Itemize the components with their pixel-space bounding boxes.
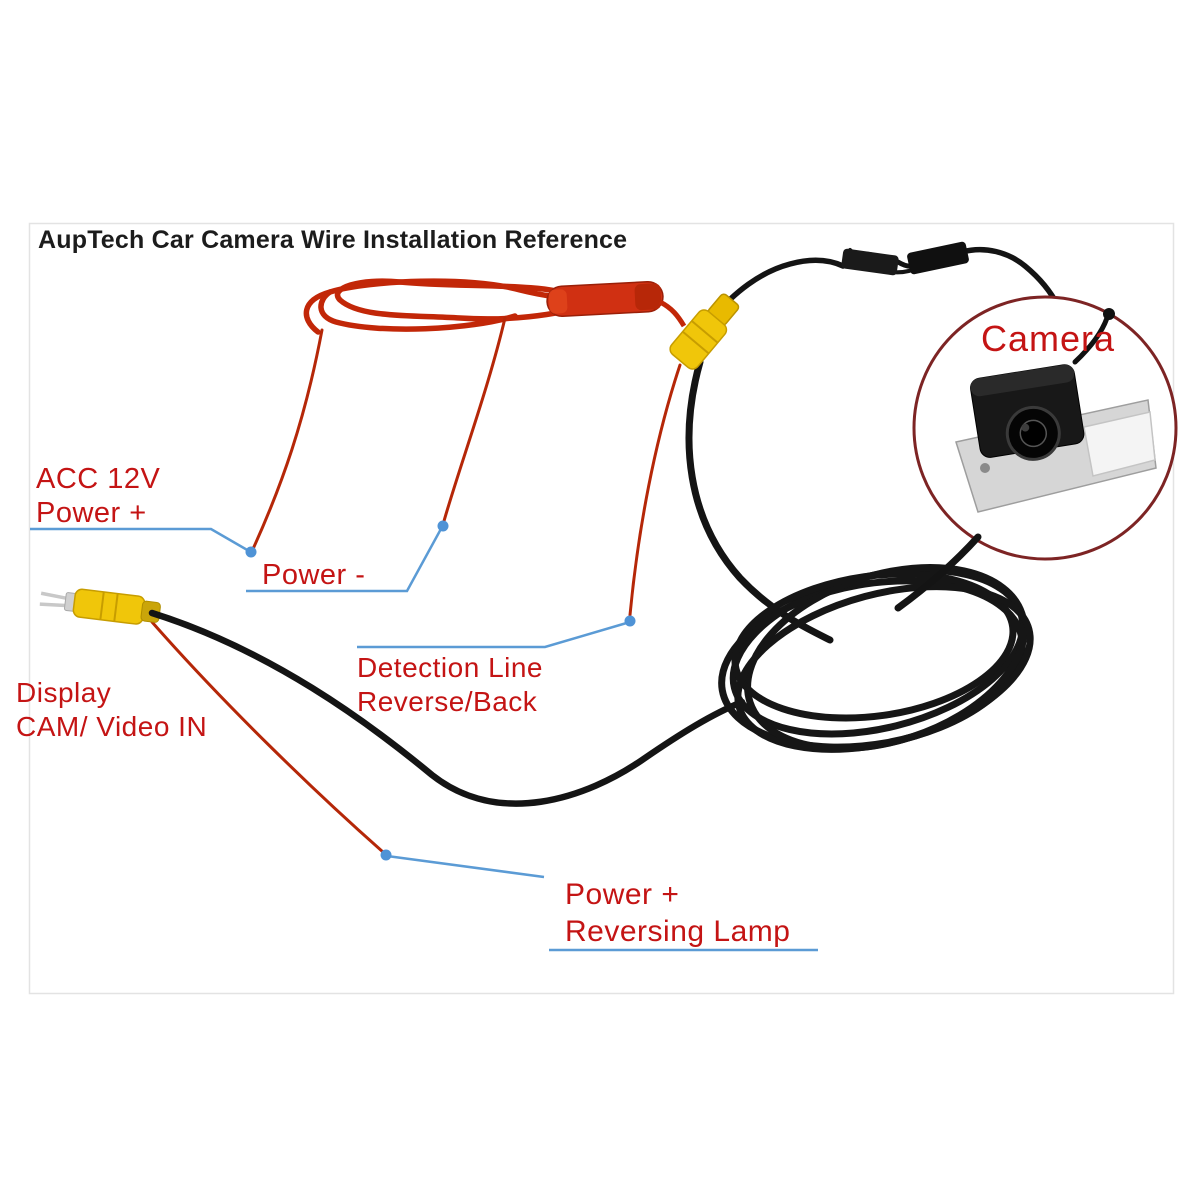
reversing-lamp-wire bbox=[150, 620, 385, 854]
power-minus-point-dot bbox=[437, 520, 449, 532]
display-video-cable bbox=[148, 609, 746, 807]
fuse-holder-body bbox=[546, 280, 664, 318]
callout-dots bbox=[245, 520, 636, 861]
power-minus-wire bbox=[442, 316, 507, 523]
label-line: Camera bbox=[980, 318, 1116, 359]
red-wire bbox=[334, 278, 615, 322]
red-wire bbox=[318, 289, 518, 332]
reversing-leader-line bbox=[386, 854, 545, 879]
black-wire bbox=[959, 246, 1061, 309]
bracket-screw bbox=[980, 463, 990, 473]
label-detection-line: Detection Line Reverse/Back bbox=[357, 651, 543, 719]
label-line: ACC 12V bbox=[36, 463, 161, 495]
detection-leader-line bbox=[357, 620, 631, 649]
label-line: Reversing Lamp bbox=[565, 915, 791, 948]
label-line: Detection Line bbox=[357, 652, 544, 683]
callout-leader-lines bbox=[30, 526, 818, 952]
fuse-holder-cap bbox=[548, 289, 568, 314]
label-line: Power + bbox=[36, 497, 147, 529]
label-line: CAM/ Video IN bbox=[16, 711, 208, 742]
acc-point-dot bbox=[245, 546, 257, 558]
label-acc-12v-power: ACC 12V Power + bbox=[36, 462, 160, 530]
rca-plug-ridge bbox=[682, 330, 710, 355]
rca-video-junction bbox=[669, 293, 740, 370]
fuse-holder-cap bbox=[634, 283, 662, 311]
black-cable-coil bbox=[718, 564, 1034, 753]
label-line: Power - bbox=[262, 559, 366, 591]
camera-illustration bbox=[955, 308, 1157, 513]
label-power-minus: Power - bbox=[262, 558, 365, 592]
rca-plug-ridge bbox=[99, 591, 105, 620]
rca-plug-body bbox=[72, 588, 146, 625]
lens-glint bbox=[1021, 423, 1030, 432]
label-line: Power + bbox=[565, 878, 680, 911]
reversing-point-dot bbox=[380, 849, 392, 861]
cable-loop bbox=[734, 583, 1034, 753]
acc-leader-line bbox=[30, 527, 250, 553]
diagram-title: AupTech Car Camera Wire Installation Ref… bbox=[38, 226, 628, 254]
rca-pin bbox=[39, 602, 68, 608]
inline-fuse-connector bbox=[546, 280, 664, 318]
rca-plug-body bbox=[669, 309, 728, 370]
red-wire bbox=[658, 299, 687, 328]
camera-cable bbox=[894, 533, 982, 612]
camera-body bbox=[970, 364, 1085, 461]
camera-pigtail-wire bbox=[1072, 315, 1110, 365]
connector-plug bbox=[907, 241, 969, 275]
red-power-leads bbox=[150, 316, 682, 854]
label-camera: Camera bbox=[978, 318, 1118, 359]
pigtail-connector bbox=[1103, 308, 1115, 320]
photo-frame bbox=[28, 222, 1175, 995]
camera-housing-top bbox=[970, 364, 1075, 397]
plate-light-lens bbox=[1083, 411, 1156, 477]
label-line: Display bbox=[16, 677, 112, 708]
detection-point-dot bbox=[624, 615, 636, 627]
label-line: Reverse/Back bbox=[357, 686, 538, 717]
connector-plug bbox=[841, 248, 899, 276]
rca-plug-ridge bbox=[113, 593, 119, 622]
reverse-signal-connector bbox=[841, 248, 899, 276]
label-reversing-lamp: Power + Reversing Lamp bbox=[565, 876, 790, 950]
detection-line-wire bbox=[628, 363, 682, 617]
rca-plug-ridge bbox=[691, 320, 719, 344]
acc-power-wire bbox=[251, 328, 324, 551]
power-minus-leader-line bbox=[246, 526, 444, 593]
rca-pin bbox=[40, 591, 70, 601]
display-rca-connector bbox=[39, 588, 161, 625]
reverse-signal-connector bbox=[907, 241, 969, 275]
label-display-video-in: Display CAM/ Video IN bbox=[16, 676, 207, 744]
cable-loop bbox=[731, 570, 1017, 722]
